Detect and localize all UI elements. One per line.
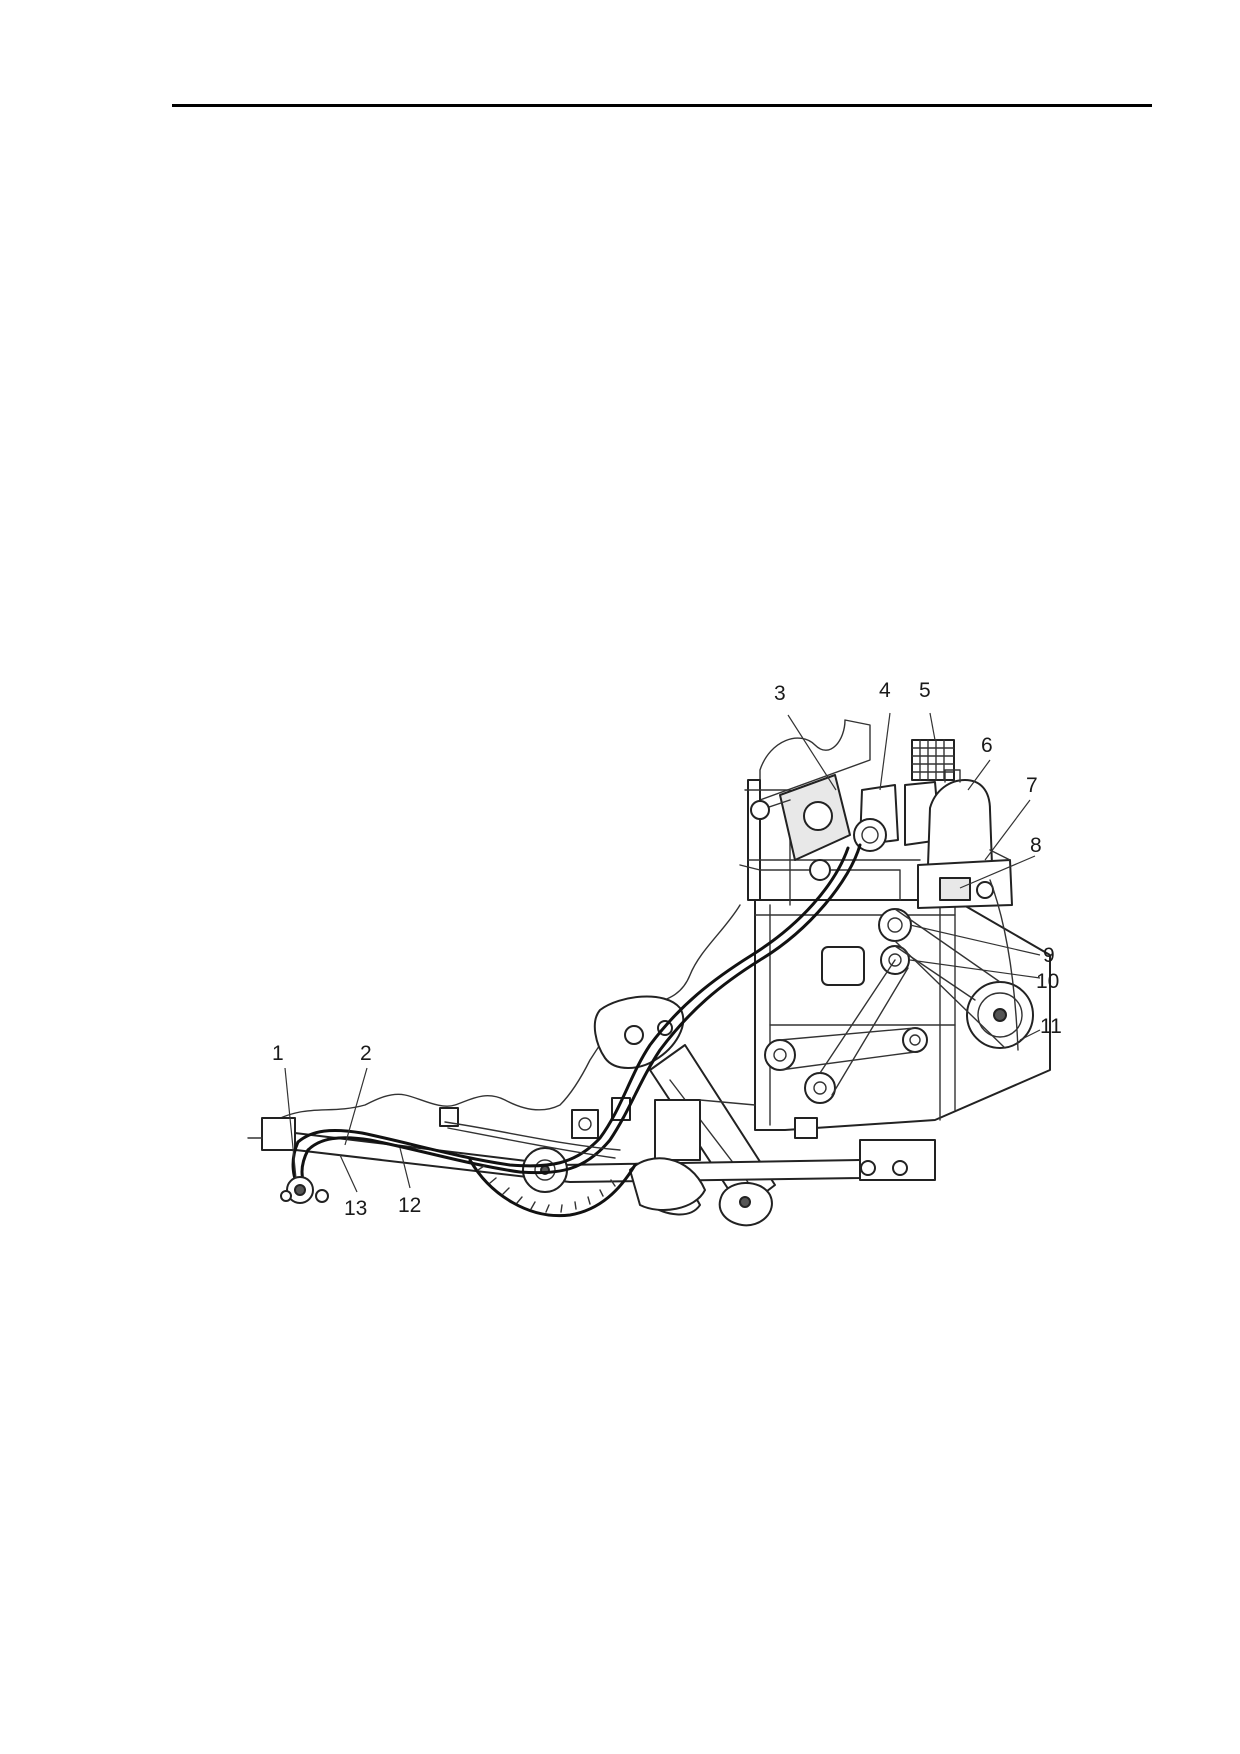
- callout-10: 10: [1036, 970, 1059, 993]
- callout-2: 2: [360, 1042, 372, 1065]
- callout-5: 5: [919, 679, 931, 702]
- callout-labels: 1 2 3 4 5 6 7 8 9 10 11 12 13: [272, 679, 1062, 1220]
- callout-12: 12: [398, 1194, 421, 1217]
- callout-4: 4: [879, 679, 891, 702]
- callout-9: 9: [1043, 944, 1055, 967]
- callout-13: 13: [344, 1197, 367, 1220]
- callout-6: 6: [981, 734, 993, 757]
- callout-7: 7: [1026, 774, 1038, 797]
- callout-8: 8: [1030, 834, 1042, 857]
- callout-11: 11: [1040, 1015, 1062, 1038]
- callout-3: 3: [774, 682, 786, 705]
- chassis: [247, 1097, 936, 1211]
- upper-assembly: [750, 739, 1013, 909]
- header-rule: [172, 104, 1152, 107]
- coupling: [280, 1176, 329, 1204]
- housing: [267, 719, 1051, 1131]
- crosshatch-pad: [911, 739, 955, 781]
- leader-lines: [284, 712, 1041, 1193]
- callout-1: 1: [272, 1042, 284, 1065]
